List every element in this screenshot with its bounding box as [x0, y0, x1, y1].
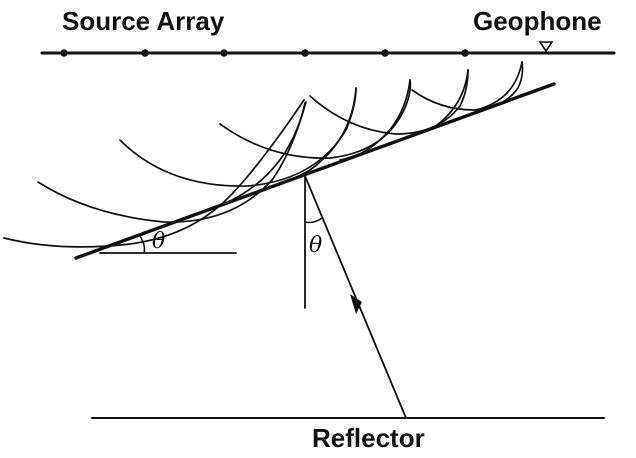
wavefront-arcs — [3, 61, 524, 248]
ray-line — [304, 175, 407, 419]
source-dot-icon — [220, 49, 228, 57]
wavefront-arc — [119, 87, 357, 187]
wavefront-arc — [199, 102, 306, 213]
ray-arrowhead-icon — [350, 294, 362, 314]
wavefront-arc — [219, 79, 412, 159]
wavefront-arc — [37, 101, 307, 223]
geophone-icon — [538, 41, 554, 53]
wavefront-arc — [475, 61, 523, 111]
angle-arc-right — [304, 217, 323, 224]
reflector-label: Reflector — [312, 423, 425, 453]
wavefront-arc — [3, 99, 305, 248]
source-dot-icon — [461, 49, 469, 57]
source-dot-icon — [60, 49, 68, 57]
angle-label-right: θ — [309, 233, 322, 258]
source-dot-icon — [381, 49, 389, 57]
source-array-label: Source Array — [62, 6, 225, 36]
angle-label-left: θ — [152, 229, 165, 254]
source-dot-icon — [301, 49, 309, 57]
angle-arc-left — [139, 235, 146, 254]
dipping-wavefront-line — [74, 82, 556, 260]
source-dots — [60, 49, 469, 57]
geophone-label: Geophone — [473, 6, 602, 36]
source-dot-icon — [141, 49, 149, 57]
